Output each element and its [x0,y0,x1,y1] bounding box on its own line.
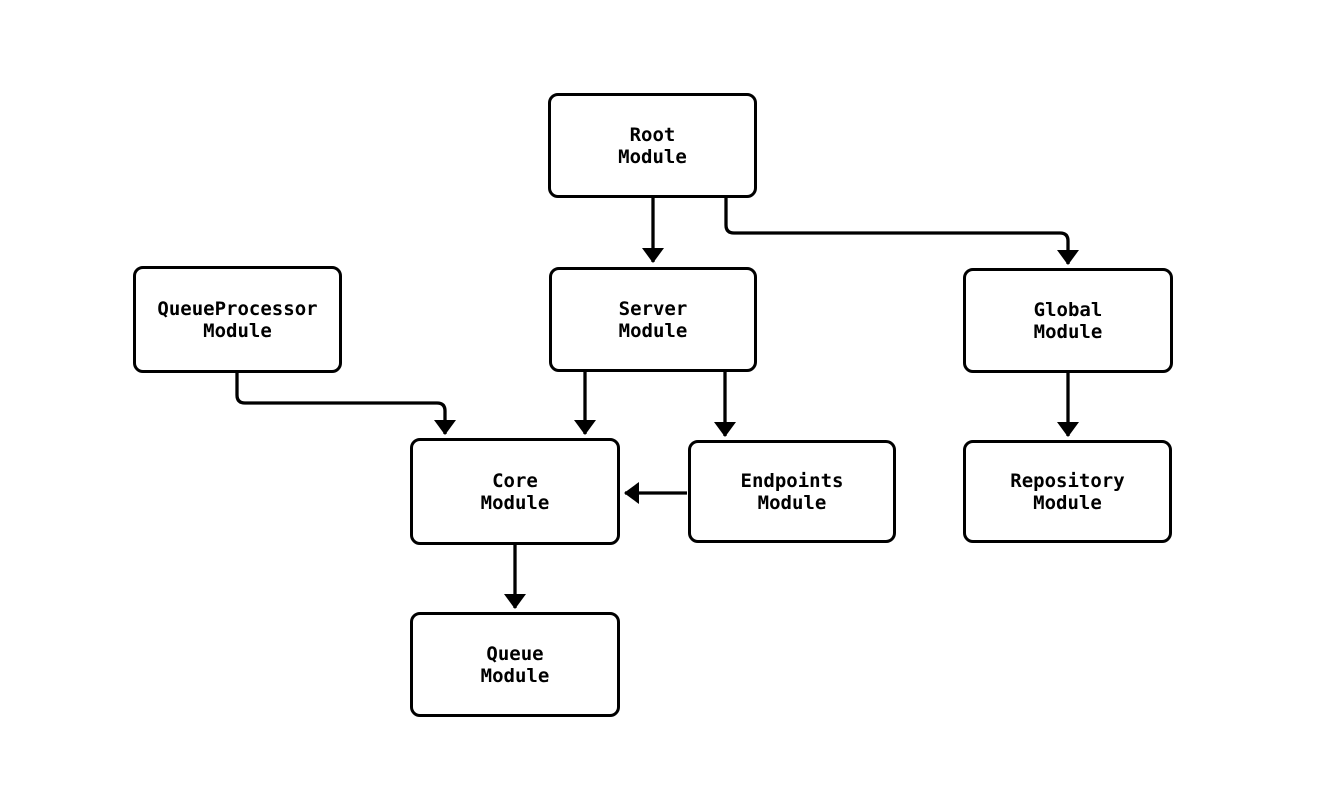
node-root-module: Root Module [548,93,757,198]
node-label-line: Queue [486,642,544,665]
node-label-line: Module [203,319,272,342]
node-label-line: Module [480,664,550,687]
node-label-line: Repository [1010,469,1125,492]
node-label-line: Module [1033,320,1103,343]
node-endpoints-module: Endpoints Module [688,440,896,543]
edge-root-to-global [724,198,1079,265]
node-label-line: Module [480,491,550,514]
node-label-line: Core [492,469,538,492]
node-core-module: Core Module [410,438,620,545]
node-repository-module: Repository Module [963,440,1172,543]
edge-queueprocessor-to-core [235,373,456,435]
node-label-line: Global [1033,298,1103,321]
node-server-module: Server Module [549,267,757,372]
node-queueprocessor-module: QueueProcessor Module [133,266,342,373]
node-label-line: Module [757,491,827,514]
node-queue-module: Queue Module [410,612,620,717]
node-label-line: QueueProcessor [157,297,318,320]
node-label-line: Module [618,145,687,168]
node-label-line: Module [618,319,688,342]
node-label-line: Module [1033,491,1102,514]
node-label-line: Endpoints [740,469,844,492]
node-label-line: Server [618,297,688,320]
node-label-line: Root [629,123,676,146]
node-global-module: Global Module [963,268,1173,373]
